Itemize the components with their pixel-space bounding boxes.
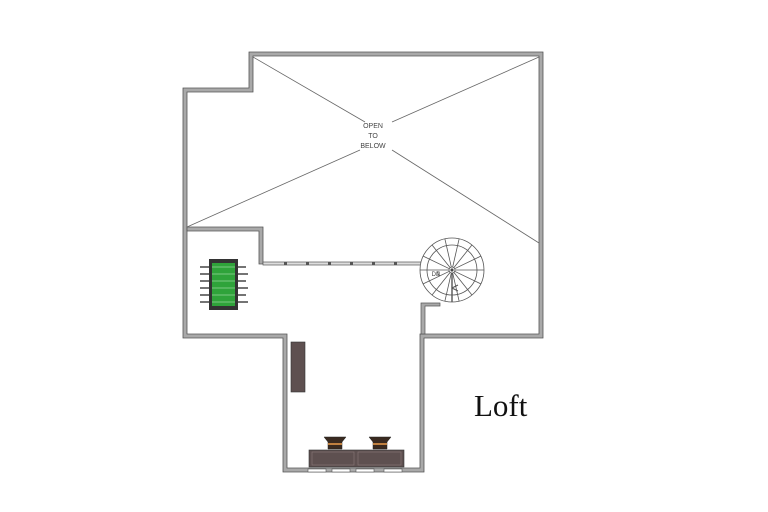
tv-console bbox=[290, 341, 306, 393]
stair-tread bbox=[453, 244, 473, 268]
windows bbox=[307, 468, 403, 473]
interior-wall bbox=[186, 226, 264, 265]
spiral-stair[interactable] bbox=[419, 237, 485, 303]
stair-tread bbox=[431, 272, 451, 296]
open-to-below-label: OPEN TO BELOW bbox=[355, 122, 391, 152]
stair-tread bbox=[422, 255, 450, 270]
stair-tread bbox=[444, 238, 452, 268]
open-label-line: TO bbox=[368, 133, 378, 140]
stair-tread bbox=[452, 272, 460, 302]
stair-tread bbox=[452, 238, 460, 268]
desk-chair bbox=[323, 436, 347, 450]
railing-posts bbox=[284, 262, 397, 265]
foosball-table bbox=[200, 259, 248, 310]
stair-wall bbox=[420, 302, 441, 335]
open-label-line: BELOW bbox=[360, 143, 386, 150]
stair-tread bbox=[453, 272, 473, 296]
exterior-wall bbox=[182, 51, 544, 473]
stair-tread bbox=[454, 270, 482, 285]
room-label: Loft bbox=[474, 388, 528, 423]
stair-tread bbox=[431, 244, 451, 268]
stair-tread bbox=[454, 255, 482, 270]
desk-chair bbox=[368, 436, 392, 450]
stair-down-label: DN bbox=[431, 272, 441, 278]
stair-tread bbox=[444, 272, 452, 302]
stair-tread bbox=[422, 270, 450, 285]
desk bbox=[308, 449, 405, 468]
open-label-line: OPEN bbox=[363, 123, 383, 130]
open-to-below-lines bbox=[186, 56, 540, 244]
